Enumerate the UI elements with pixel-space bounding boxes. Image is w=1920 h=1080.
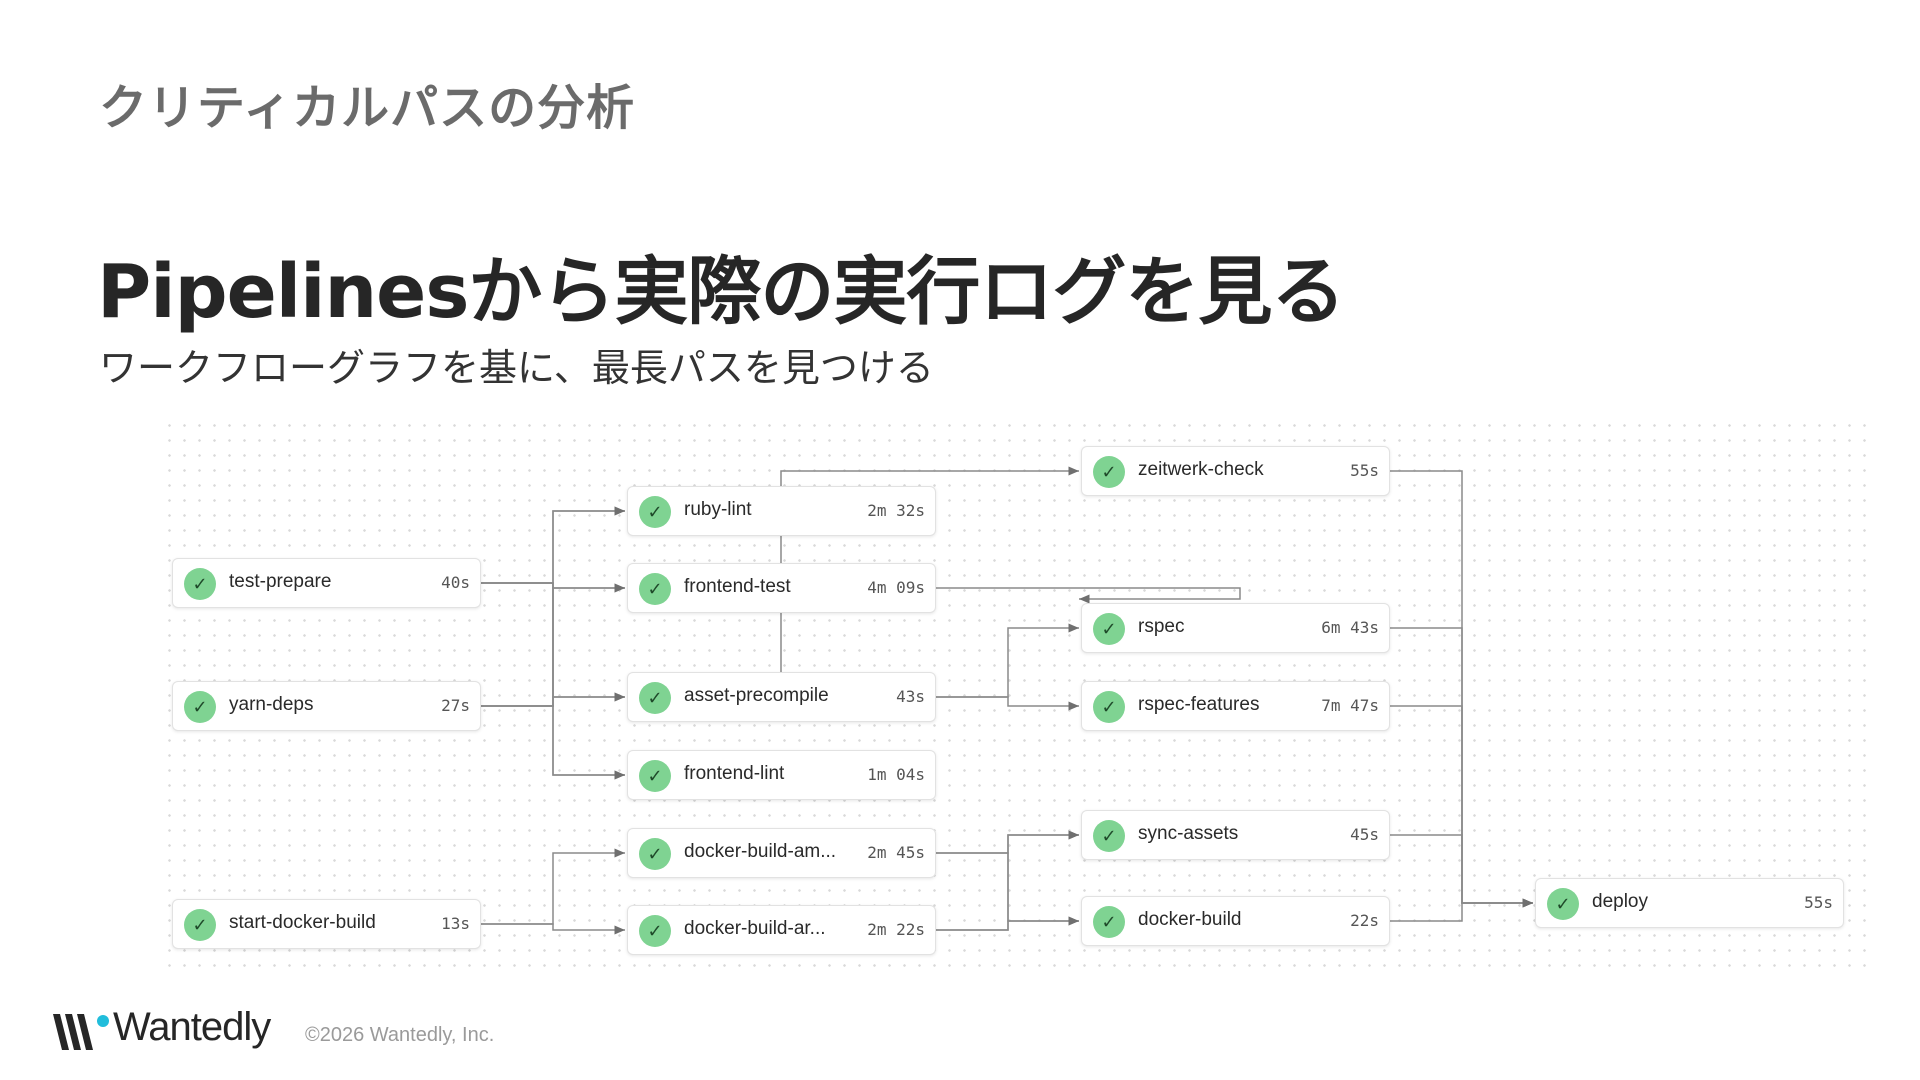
job-name: docker-build <box>1138 909 1242 930</box>
job-node-asset-precompile[interactable]: ✓ asset-precompile 43s <box>627 672 936 722</box>
job-node-ruby-lint[interactable]: ✓ ruby-lint 2m 32s <box>627 486 936 536</box>
edge-docker-build-ar-to-docker-build <box>936 916 1079 931</box>
check-icon: ✓ <box>1093 820 1125 852</box>
check-icon: ✓ <box>1093 691 1125 723</box>
job-node-frontend-lint[interactable]: ✓ frontend-lint 1m 04s <box>627 750 936 800</box>
job-duration: 7m 47s <box>1321 696 1379 715</box>
job-node-rspec-features[interactable]: ✓ rspec-features 7m 47s <box>1081 681 1390 731</box>
job-name: sync-assets <box>1138 823 1239 844</box>
job-duration: 2m 32s <box>867 501 925 520</box>
job-duration: 6m 43s <box>1321 618 1379 637</box>
edge-docker-build-to-deploy <box>1390 898 1533 922</box>
check-icon: ✓ <box>1547 888 1579 920</box>
job-name: rspec <box>1138 616 1185 637</box>
job-name: deploy <box>1592 891 1648 912</box>
job-node-frontend-test[interactable]: ✓ frontend-test 4m 09s <box>627 563 936 613</box>
job-duration: 27s <box>441 696 470 715</box>
edge-asset-precompile-to-rspec <box>936 623 1079 698</box>
job-node-test-prepare[interactable]: ✓ test-prepare 40s <box>172 558 481 608</box>
edge-asset-precompile-to-rspec-features <box>936 696 1079 711</box>
check-icon: ✓ <box>184 909 216 941</box>
job-node-zeitwerk-check[interactable]: ✓ zeitwerk-check 55s <box>1081 446 1390 496</box>
job-name: docker-build-am... <box>684 841 837 862</box>
brand-name: Wantedly <box>113 1005 271 1049</box>
edge-yarn-deps-to-asset-precompile <box>481 692 625 707</box>
job-name: test-prepare <box>229 571 332 592</box>
check-icon: ✓ <box>1093 906 1125 938</box>
job-node-docker-build-ar[interactable]: ✓ docker-build-ar... 2m 22s <box>627 905 936 955</box>
check-icon: ✓ <box>184 691 216 723</box>
edge-start-docker-build-to-docker-build-am <box>481 848 625 925</box>
check-icon: ✓ <box>639 915 671 947</box>
check-icon: ✓ <box>639 682 671 714</box>
job-duration: 55s <box>1350 461 1379 480</box>
job-duration: 4m 09s <box>867 578 925 597</box>
job-duration: 1m 04s <box>867 765 925 784</box>
slide-title: Pipelinesから実際の実行ログを見る <box>97 249 1345 335</box>
job-name: docker-build-ar... <box>684 918 826 939</box>
edge-yarn-deps-to-frontend-test <box>481 583 625 707</box>
job-duration: 43s <box>896 687 925 706</box>
job-name: asset-precompile <box>684 685 829 706</box>
job-duration: 40s <box>441 573 470 592</box>
job-node-docker-build[interactable]: ✓ docker-build 22s <box>1081 896 1390 946</box>
job-name: zeitwerk-check <box>1138 459 1264 480</box>
job-duration: 2m 45s <box>867 843 925 862</box>
edge-frontend-test-to-rspec <box>936 587 1241 604</box>
check-icon: ✓ <box>1093 613 1125 645</box>
edge-sync-assets-to-deploy <box>1390 834 1533 908</box>
job-node-sync-assets[interactable]: ✓ sync-assets 45s <box>1081 810 1390 860</box>
check-icon: ✓ <box>184 568 216 600</box>
edge-start-docker-build-to-docker-build-ar <box>481 923 625 935</box>
job-name: frontend-lint <box>684 763 785 784</box>
edge-yarn-deps-to-frontend-lint <box>481 705 625 780</box>
slide-subtitle: ワークフローグラフを基に、最長パスを見つける <box>99 346 934 390</box>
job-duration: 45s <box>1350 825 1379 844</box>
job-duration: 22s <box>1350 911 1379 930</box>
job-name: yarn-deps <box>229 694 314 715</box>
job-node-yarn-deps[interactable]: ✓ yarn-deps 27s <box>172 681 481 731</box>
check-icon: ✓ <box>639 838 671 870</box>
job-name: rspec-features <box>1138 694 1260 715</box>
check-icon: ✓ <box>1093 456 1125 488</box>
job-node-rspec[interactable]: ✓ rspec 6m 43s <box>1081 603 1390 653</box>
wantedly-logo-icon <box>53 1014 109 1050</box>
job-node-docker-build-am[interactable]: ✓ docker-build-am... 2m 45s <box>627 828 936 878</box>
job-duration: 55s <box>1804 893 1833 912</box>
check-icon: ✓ <box>639 573 671 605</box>
edge-docker-build-ar-to-sync-assets <box>936 830 1079 931</box>
job-node-start-docker-build[interactable]: ✓ start-docker-build 13s <box>172 899 481 949</box>
job-node-deploy[interactable]: ✓ deploy 55s <box>1535 878 1844 928</box>
check-icon: ✓ <box>639 760 671 792</box>
job-duration: 13s <box>441 914 470 933</box>
job-duration: 2m 22s <box>867 920 925 939</box>
job-name: start-docker-build <box>229 912 376 933</box>
copyright: ©2026 Wantedly, Inc. <box>305 1024 495 1046</box>
section-title: クリティカルパスの分析 <box>99 80 636 136</box>
check-icon: ✓ <box>639 496 671 528</box>
job-name: ruby-lint <box>684 499 752 520</box>
job-name: frontend-test <box>684 576 791 597</box>
